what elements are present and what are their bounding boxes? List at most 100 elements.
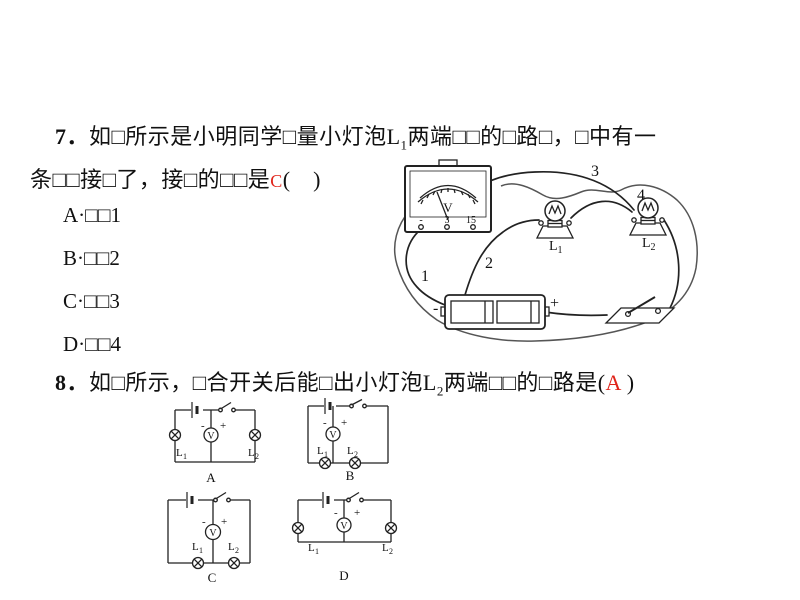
q7-circuit-figure: 1 2 3 4 V - 3 15 L 1 [393,159,698,342]
minus-mark: - [323,417,327,429]
voltmeter-label: V [340,521,348,532]
lamp-icon [348,456,362,470]
q7-option-a: A·□□1 [63,203,121,228]
lamp-l2-label: L [642,236,651,251]
lamp-icon [227,556,241,570]
minus-mark: - [202,516,206,528]
switch-icon [213,491,231,503]
l1-label: L [176,447,183,459]
lamp-l1: L 1 [535,200,575,256]
meter-needle [436,191,449,221]
lamp-icon [191,556,205,570]
q8-paren-open: ( [597,370,606,395]
l2-sub: 2 [235,546,239,555]
q7-option-a-label: A·□□1 [63,203,122,227]
q8-sub: 2 [436,383,444,399]
switch-icon [218,401,236,413]
diagram-letter: D [339,568,348,583]
wire-3-label: 3 [591,163,599,180]
q7-option-b-label: B·□□2 [63,246,120,270]
voltmeter-label: V [329,430,337,441]
q7-option-c-label: C·□□3 [63,289,120,313]
switch-icon [604,296,676,324]
q7-option-c: C·□□3 [63,289,120,314]
plus-mark: + [341,417,347,429]
meter-terminal-minus: - [419,215,422,226]
l2-sub: 2 [389,547,393,556]
l1-sub: 1 [183,452,187,461]
voltmeter: V - 3 15 [404,159,492,233]
battery-plus: + [550,295,559,312]
q8-number: 8． [55,370,90,395]
l1-label: L [308,542,315,554]
l2-sub: 2 [354,450,358,459]
lamp-icon [384,521,398,535]
lamp-icon [291,521,305,535]
q7-line1: 7．如□所示是小明同学□量小灯泡L1两端□□的□路□，□中有一 [55,119,656,153]
battery-icon [190,400,199,420]
meter-terminal-15: 15 [466,215,476,226]
wire-4-label: 4 [637,187,645,204]
l2-sub: 2 [255,452,259,461]
lamp-l2-sub: 2 [651,242,656,253]
battery: - + [433,294,559,330]
q7-option-d: D·□□4 [63,332,121,357]
l2-label: L [228,541,235,553]
q8-diagram-a: V - + L 1 L 2 A [168,400,262,485]
q7-number: 7． [55,124,90,149]
q7-text1a: 如□所示是小明同学□量小灯泡L [89,124,401,149]
voltmeter-icon [203,427,219,443]
q8-paren-close: ) [620,370,635,395]
l2-label: L [248,447,255,459]
q7-sub1: 1 [400,137,408,153]
q8-line: 8．如□所示，□合开关后能□出小灯泡L2两端□□的□路是(A ) [55,365,635,399]
lamp-l1-label: L [549,239,558,254]
wire-2-label: 2 [485,255,493,272]
q8-diagram-c: V - + L 1 L 2 C [167,490,251,585]
q8-diagram-b: V - + L 1 L 2 B [307,398,389,483]
minus-mark: - [201,420,205,432]
wire-1-label: 1 [421,268,429,285]
q7-text1b: 两端□□的□路□，□中有一 [407,124,657,149]
l1-label: L [317,445,324,457]
voltmeter-icon [325,426,341,442]
q8-textb: 两端□□的□路是 [443,370,598,395]
q7-blank: ( ) [282,167,321,192]
lamp-l2: L 2 [628,197,668,253]
plus-mark: + [220,420,226,432]
switch-icon [346,491,364,503]
l2-label: L [347,445,354,457]
q7-option-d-label: D·□□4 [63,332,122,356]
plus-mark: + [354,507,360,519]
lamp-l2-filament [641,201,655,212]
lamp-icon [248,428,262,442]
voltmeter-label: V [209,528,217,539]
l1-sub: 1 [199,546,203,555]
voltmeter-icon [336,517,352,533]
voltmeter-icon [204,523,222,541]
battery-icon [323,398,332,416]
voltmeter-label: V [207,431,215,442]
hand-drawn-outline [393,183,698,342]
switch-icon [349,398,367,409]
q7-option-b: B·□□2 [63,246,120,271]
minus-mark: - [334,507,338,519]
diagram-letter: C [208,570,217,585]
diagram-letter: A [206,470,216,485]
battery-icon [185,490,194,510]
q8-answer: A [605,370,621,395]
q8-texta: 如□所示，□合开关后能□出小灯泡L [89,370,437,395]
meter-terminal-3: 3 [445,215,450,226]
l1-label: L [192,541,199,553]
lamp-l1-filament [548,204,562,215]
q7-line2: 条□□接□了，接□的□□是C( ) [30,162,321,194]
wires [405,170,680,317]
plus-mark: + [221,516,227,528]
battery-icon [321,490,330,510]
voltmeter-label: V [443,200,453,215]
q8-diagram-d: V - + L 1 L 2 D [291,490,398,583]
battery-minus: - [433,300,438,317]
diagram-letter: B [346,468,355,483]
q7-answer: C [270,171,283,191]
